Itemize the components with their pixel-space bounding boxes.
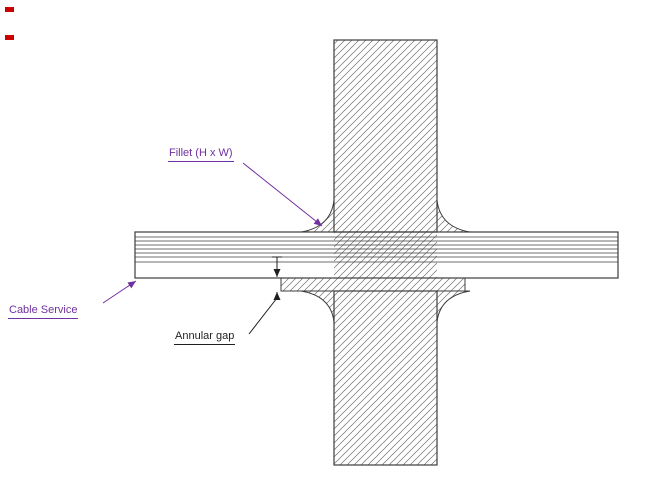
wall-section-bottom bbox=[333, 290, 438, 466]
fillet-seal-top-right bbox=[436, 199, 471, 233]
fillet-seal-bottom-right bbox=[436, 290, 471, 323]
wall-section-top bbox=[333, 39, 438, 233]
cable-lines bbox=[135, 236, 618, 263]
fillet-label-text: Fillet (H x W) bbox=[168, 147, 234, 162]
fillet-label: Fillet (H x W) bbox=[168, 147, 234, 163]
cable-service-leader-arrow bbox=[102, 280, 137, 304]
wall-section-behind-cables bbox=[334, 232, 437, 278]
annular-gap-label-text: Annular gap bbox=[174, 330, 236, 345]
fillet-seal-top-left bbox=[300, 199, 335, 233]
annular-gap-dimension bbox=[248, 256, 282, 335]
fillet-leader-arrow bbox=[242, 162, 323, 227]
fillet-seal-bottom-left bbox=[300, 290, 335, 323]
red-marker-bottom bbox=[5, 35, 14, 40]
cable-service-label-text: Cable Service bbox=[8, 304, 79, 319]
annular-gap-leader bbox=[248, 297, 278, 335]
cable-service-label: Cable Service bbox=[8, 304, 79, 320]
red-marker-top bbox=[5, 7, 14, 12]
annular-gap-label: Annular gap bbox=[174, 330, 236, 346]
annular-gap-seal bbox=[280, 277, 466, 292]
